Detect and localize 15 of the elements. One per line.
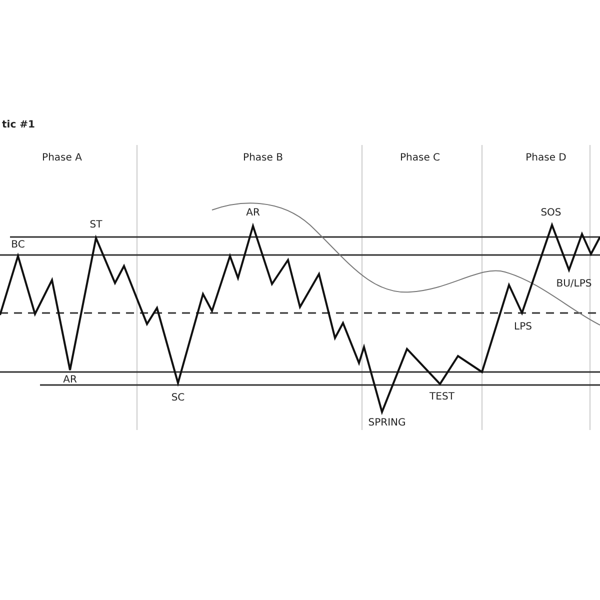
event-label: BU/LPS <box>556 278 592 290</box>
phase-label: Phase B <box>243 152 283 164</box>
event-label: TEST <box>430 392 454 402</box>
event-label: ST <box>90 220 102 230</box>
event-label: AR <box>63 374 77 386</box>
event-label: SC <box>171 392 185 404</box>
phase-label: Phase C <box>400 152 440 164</box>
title: tic #1 <box>2 120 35 130</box>
event-label: LPS <box>514 322 532 332</box>
phase-label: Phase A <box>42 152 82 164</box>
phase-label: Phase D <box>526 152 566 164</box>
event-label: BC <box>11 240 25 250</box>
event-label: AR <box>246 208 260 218</box>
event-label: SOS <box>540 208 562 218</box>
event-label: SPRING <box>368 418 406 428</box>
